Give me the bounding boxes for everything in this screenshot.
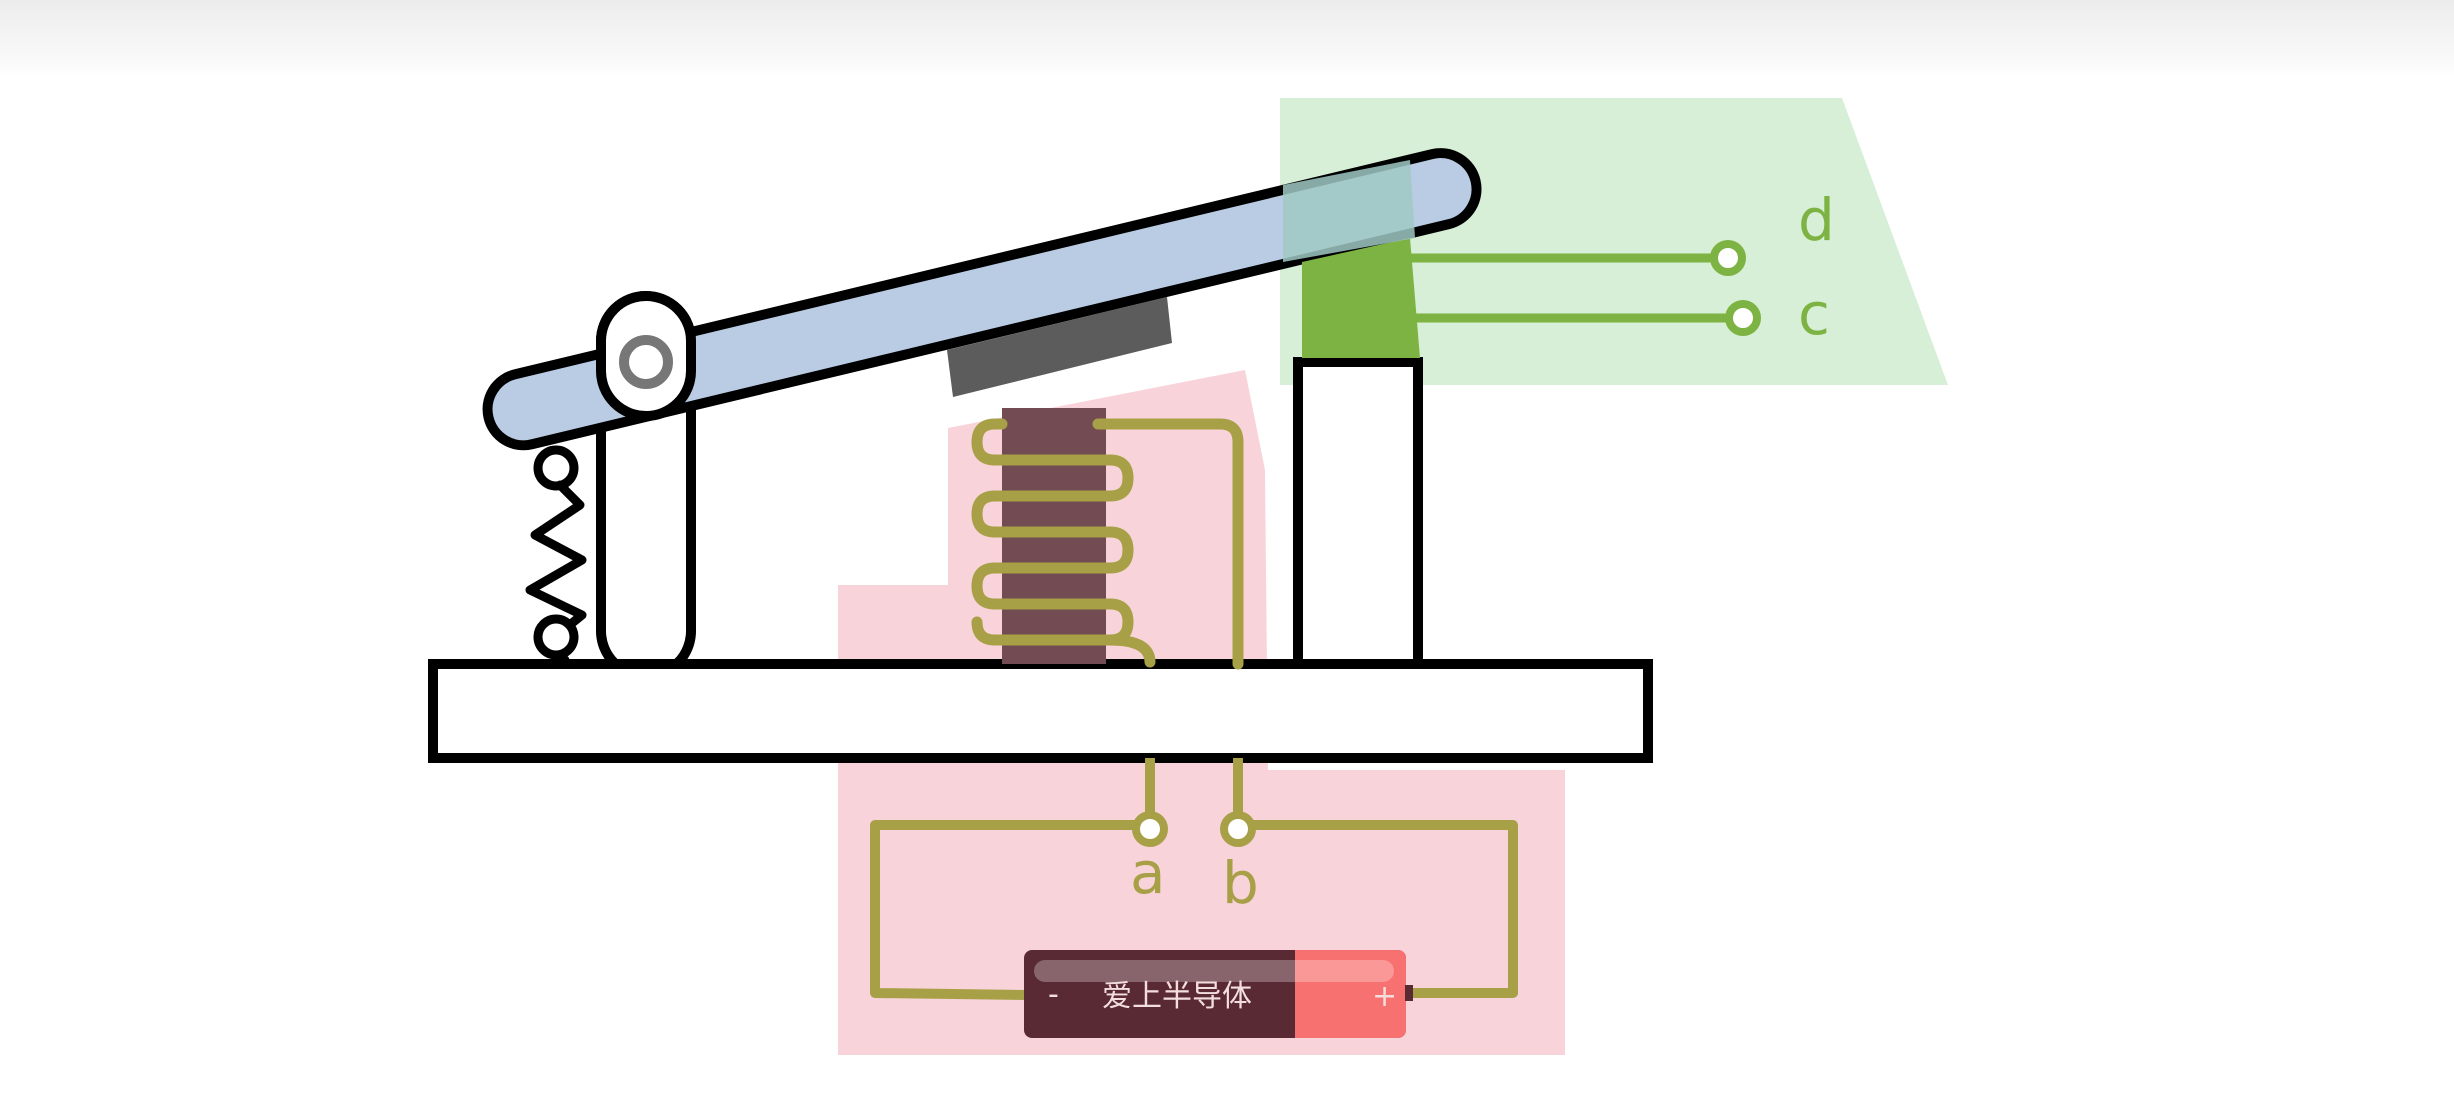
terminal-c-label: c xyxy=(1798,280,1830,348)
coil-wire xyxy=(971,418,1244,670)
battery: - 爱上半导体 + xyxy=(1024,950,1413,1038)
base-plate xyxy=(428,659,1653,763)
top-shade xyxy=(0,0,2454,78)
terminal-d-label: d xyxy=(1798,186,1835,254)
armature-bottom-contact xyxy=(947,297,1172,397)
armature-lever xyxy=(482,148,1482,451)
contact-post xyxy=(1293,357,1423,681)
terminal-b-label: b xyxy=(1222,849,1259,917)
battery-negative-sign: - xyxy=(1048,977,1059,1012)
battery-positive-sign: + xyxy=(1372,979,1397,1014)
battery-label: 爱上半导体 xyxy=(1102,979,1252,1014)
terminal-b-dot[interactable] xyxy=(1220,811,1256,847)
terminal-c-dot[interactable] xyxy=(1725,300,1761,336)
return-spring xyxy=(525,445,587,665)
terminal-d-dot[interactable] xyxy=(1710,240,1746,276)
coil-circuit xyxy=(870,758,1518,1000)
terminal-a-dot[interactable] xyxy=(1132,811,1168,847)
pivot-post-top xyxy=(596,291,696,421)
contact-block xyxy=(1302,238,1420,358)
terminal-c-wire xyxy=(1412,300,1761,336)
terminal-a-label: a xyxy=(1130,839,1166,907)
contact-armature-overlay xyxy=(1283,160,1415,262)
terminal-d-wire xyxy=(1408,240,1746,276)
pivot-pin xyxy=(619,335,673,389)
